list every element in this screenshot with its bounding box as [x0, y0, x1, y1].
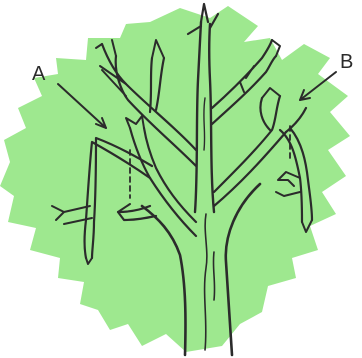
- label-a: A: [32, 63, 46, 85]
- foliage-backdrop: [0, 6, 350, 352]
- label-b: B: [340, 51, 353, 73]
